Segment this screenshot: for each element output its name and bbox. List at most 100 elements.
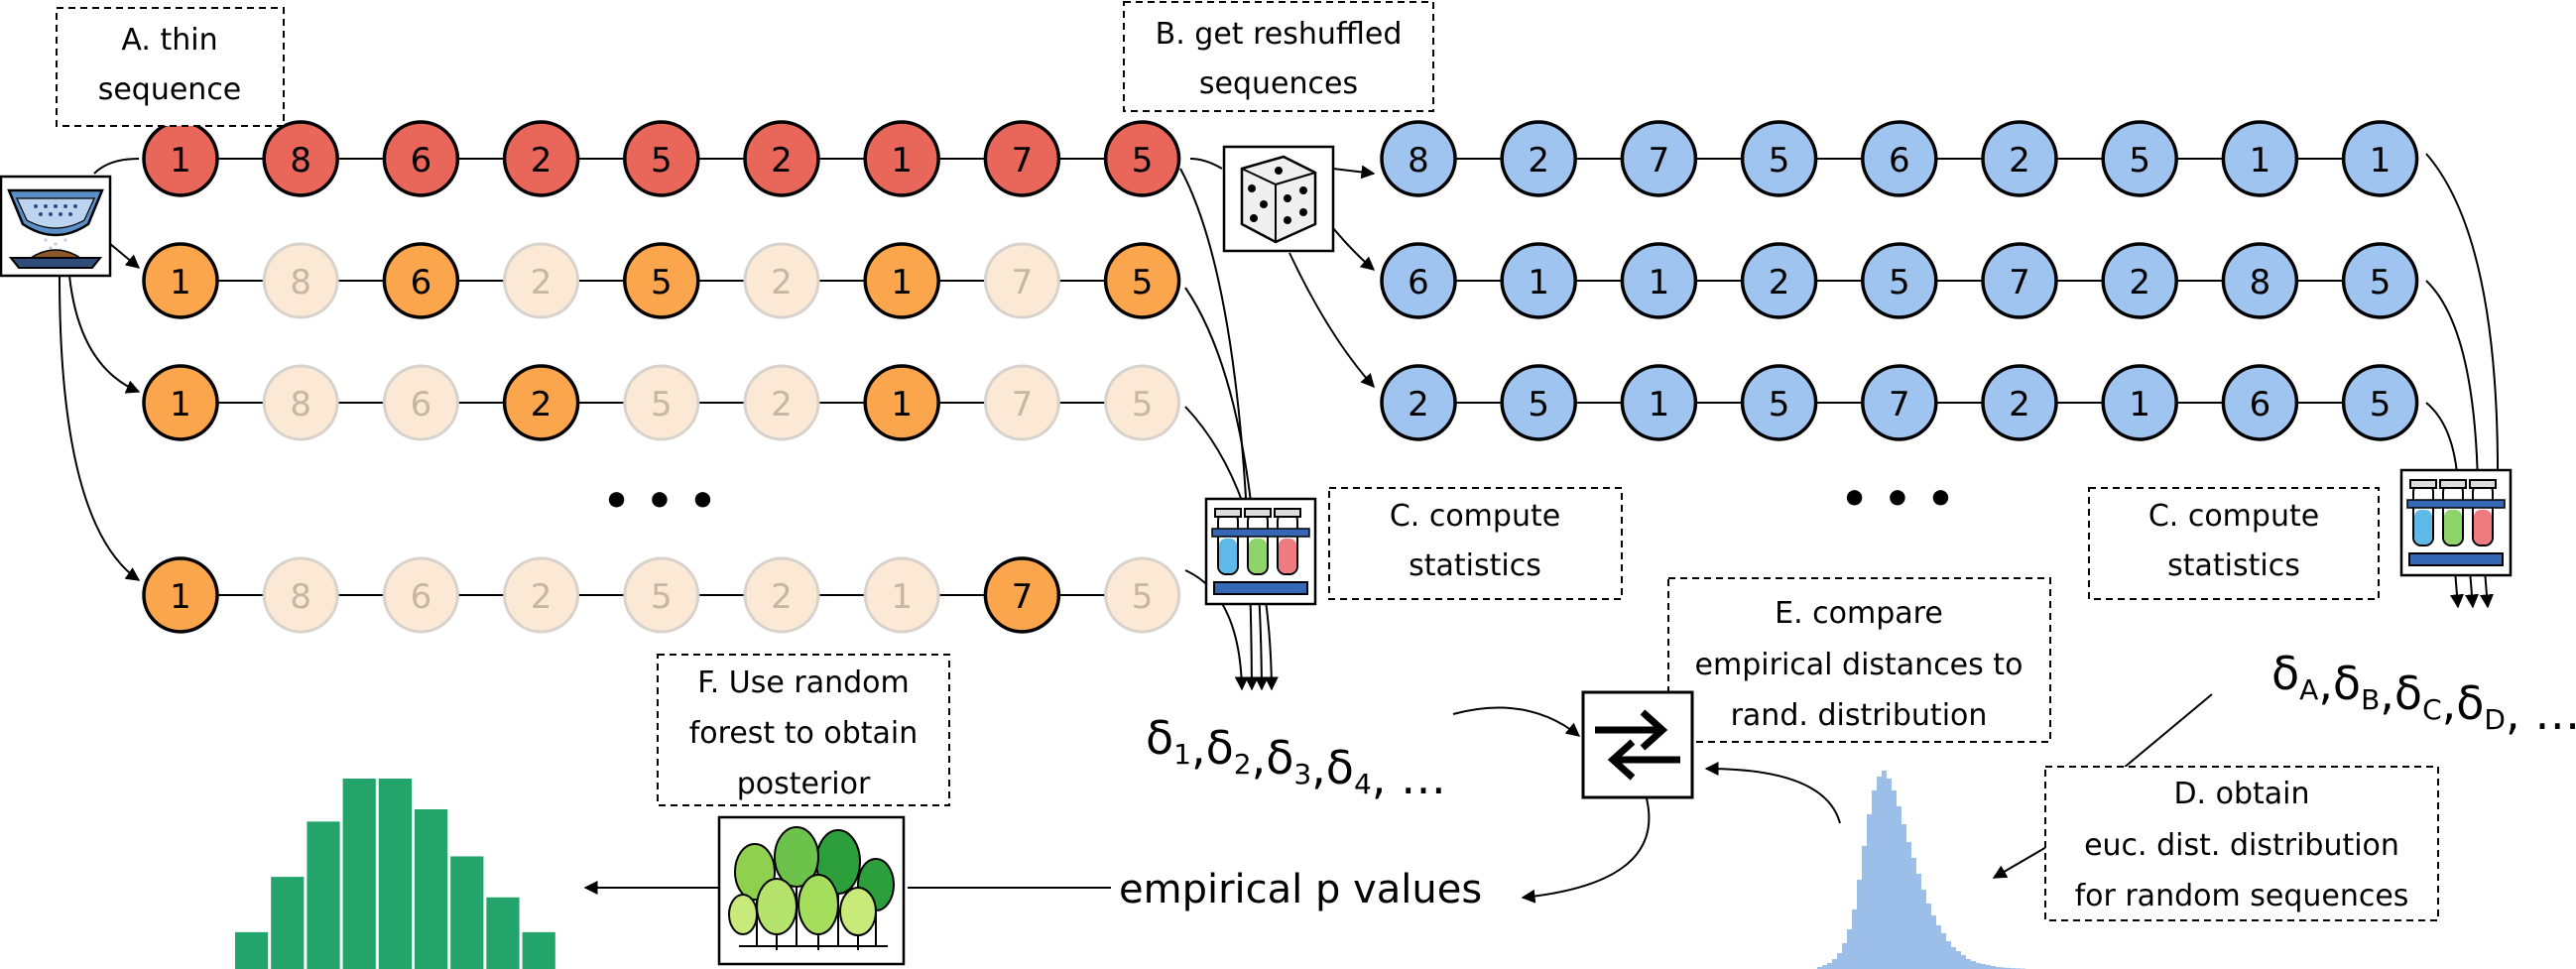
thinned-sequence-2-node: 8 [262, 364, 339, 441]
node-value: 1 [1649, 385, 1670, 424]
tube-cap [1214, 508, 1242, 518]
node-circle [262, 364, 339, 441]
node-circle [1103, 120, 1181, 197]
node-circle [1740, 242, 1818, 319]
delta-subscript: 4 [1354, 768, 1372, 800]
node-value: 5 [1528, 385, 1549, 424]
step-f-box: F. Use random forest to obtain posterior [657, 654, 950, 806]
emp-to-compare [1452, 706, 1581, 737]
node-value: 1 [891, 141, 913, 181]
tube-liquid [1249, 539, 1267, 573]
deltas-to-d [2122, 693, 2213, 770]
step-a-line2: sequence [98, 72, 242, 107]
reshuffled-sequence-2-node: 2 [1740, 242, 1818, 319]
reshuffled-sequence-2-node: 1 [1500, 242, 1577, 319]
node-circle [262, 242, 339, 319]
reshuffled-sequence-3-node: 2 [1981, 364, 2058, 441]
step-d-box: D. obtain euc. dist. distribution for ra… [2044, 766, 2439, 921]
dice-arrow-1 [1332, 165, 1376, 180]
step-e-line3: rand. distribution [1731, 698, 1988, 733]
reshuffled-sequence-1-node: 2 [1500, 120, 1577, 197]
node-value: 6 [411, 263, 432, 303]
node-value: 8 [2250, 263, 2271, 303]
random-dist-bar [1921, 890, 1926, 969]
node-circle [1620, 242, 1698, 319]
node-circle [2341, 364, 2419, 441]
reshuffled-sequence-3-node: 1 [2101, 364, 2178, 441]
node-circle [983, 364, 1060, 441]
posterior-bar [235, 931, 269, 969]
node-circle [863, 242, 940, 319]
posterior-bar [450, 856, 484, 969]
node-value: 8 [290, 577, 311, 617]
reshuffled-sequence-1-node: 2 [1981, 120, 2058, 197]
node-value: 6 [1408, 263, 1429, 303]
node-circle [2341, 120, 2419, 197]
original-sequence-node: 1 [142, 120, 219, 197]
step-e-line1: E. compare [1775, 596, 1943, 631]
random-dist-bar [2001, 967, 2006, 969]
node-value: 8 [290, 263, 311, 303]
random-dist-bar [1901, 824, 1906, 969]
node-circle [743, 242, 820, 319]
node-value: 2 [531, 141, 552, 181]
node-circle [2221, 364, 2299, 441]
delta-symbol: δ [1146, 711, 1173, 765]
random-dist-bar [1867, 814, 1872, 969]
random-dist-bar [1941, 933, 1946, 969]
posterior-bar [342, 779, 376, 969]
tube-liquid [1219, 539, 1237, 573]
thinned-sequence-1-node: 6 [382, 242, 460, 319]
posterior-bar [271, 877, 305, 969]
node-value: 6 [411, 385, 432, 424]
delta-tail: , … [1372, 751, 1446, 804]
node-value: 2 [771, 577, 793, 617]
random-distribution-histogram [1817, 771, 2025, 969]
thinned-sequence-1-node: 8 [262, 242, 339, 319]
random-dist-bar [1832, 959, 1837, 969]
thinned-sequence-1-node: 2 [503, 242, 580, 319]
random-dist-bar [1996, 967, 2001, 969]
node-value: 2 [771, 141, 793, 181]
tube-cap [1274, 508, 1301, 518]
node-value: 6 [1889, 141, 1910, 181]
reshuffled-sequence-1-node: 8 [1380, 120, 1457, 197]
delta-subscript: B [2361, 683, 2380, 716]
node-circle [502, 364, 580, 441]
reshuffled-sequence-1-node: 7 [1620, 120, 1698, 197]
node-value: 5 [651, 263, 673, 303]
posterior-bar [415, 808, 448, 969]
sieve-arrow-3 [59, 275, 141, 581]
reshuffled-sequence-2-node: 7 [1981, 242, 2058, 319]
delta-tail: , … [2506, 686, 2576, 740]
random-dist-bar [1916, 874, 1921, 969]
random-dist-bar [1852, 909, 1857, 969]
random-dist-bar [1847, 929, 1852, 969]
ellipsis-right: • • • [1840, 474, 1954, 525]
node-value: 1 [891, 263, 913, 303]
node-circle [983, 242, 1060, 319]
node-value: 7 [1889, 385, 1910, 424]
random-dist-bar [1956, 951, 1961, 969]
step-e-line2: empirical distances to [1695, 648, 2024, 682]
random-dist-bar [2006, 967, 2011, 969]
node-circle [1861, 242, 1938, 319]
compare-arrows-icon [1581, 690, 1694, 799]
node-circle [262, 556, 339, 634]
node-circle [1500, 364, 1577, 441]
thinned-sequence-2-node: 5 [1104, 364, 1181, 441]
step-c-left-line2: statistics [1409, 548, 1541, 583]
pvalues-label: empirical p values [1119, 867, 1482, 912]
reshuffled-sequence-2-node: 5 [1861, 242, 1938, 319]
delta-symbol: ,δ [1311, 741, 1354, 794]
dice-icon [1222, 145, 1335, 253]
thinned-sequence-3-node: 7 [983, 556, 1061, 634]
thinned-sequence-3-node: 8 [262, 556, 339, 634]
tube-cap [2409, 479, 2437, 489]
node-value: 5 [1769, 141, 1790, 181]
delta-subscript: D [2484, 703, 2506, 736]
node-circle [382, 364, 459, 441]
node-circle [1500, 120, 1577, 197]
random-dist-bar [1842, 943, 1847, 969]
